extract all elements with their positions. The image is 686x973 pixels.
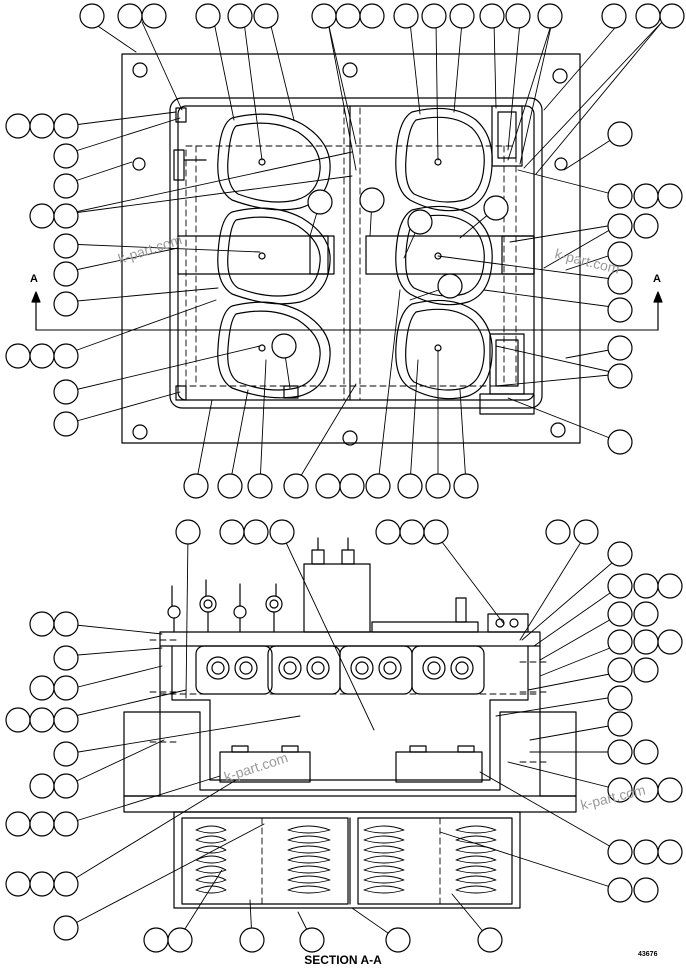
chamber-left-top bbox=[217, 113, 331, 211]
leader-lines bbox=[65, 21, 663, 941]
callout-bubbles bbox=[5, 3, 685, 953]
section-marker-left: A bbox=[30, 273, 38, 285]
reference-number: 43676 bbox=[638, 951, 658, 958]
mounting-hole bbox=[550, 422, 566, 438]
chamber-right-bot bbox=[395, 299, 493, 400]
heat-sink bbox=[173, 811, 521, 909]
housing bbox=[169, 97, 543, 409]
mounting-hole bbox=[342, 62, 358, 78]
chamber-left-bot bbox=[217, 301, 331, 399]
mounting-hole bbox=[132, 62, 148, 78]
section-caption: SECTION A-A bbox=[304, 953, 382, 967]
mounting-hole bbox=[132, 424, 148, 440]
housing-body bbox=[159, 645, 541, 791]
top-view bbox=[31, 53, 663, 446]
mounting-hole bbox=[342, 430, 358, 446]
bus-bar-left bbox=[177, 235, 329, 275]
mounting-hole bbox=[552, 68, 568, 84]
mounting-hole bbox=[554, 157, 568, 171]
chamber-right-top bbox=[395, 107, 493, 212]
watermark: k-part.com bbox=[116, 231, 184, 267]
section-view bbox=[123, 537, 577, 909]
mounting-plate bbox=[121, 53, 581, 444]
connector-assembly bbox=[303, 563, 371, 633]
section-marker-right: A bbox=[653, 273, 661, 285]
chamber-left-mid bbox=[217, 207, 331, 305]
housing-inner bbox=[177, 105, 535, 401]
mounting-hole bbox=[132, 157, 146, 171]
terminal-block-top bbox=[491, 105, 523, 167]
bus-bar-right bbox=[365, 235, 535, 275]
cover-plate bbox=[159, 631, 541, 647]
chamber-right-mid bbox=[395, 205, 493, 306]
